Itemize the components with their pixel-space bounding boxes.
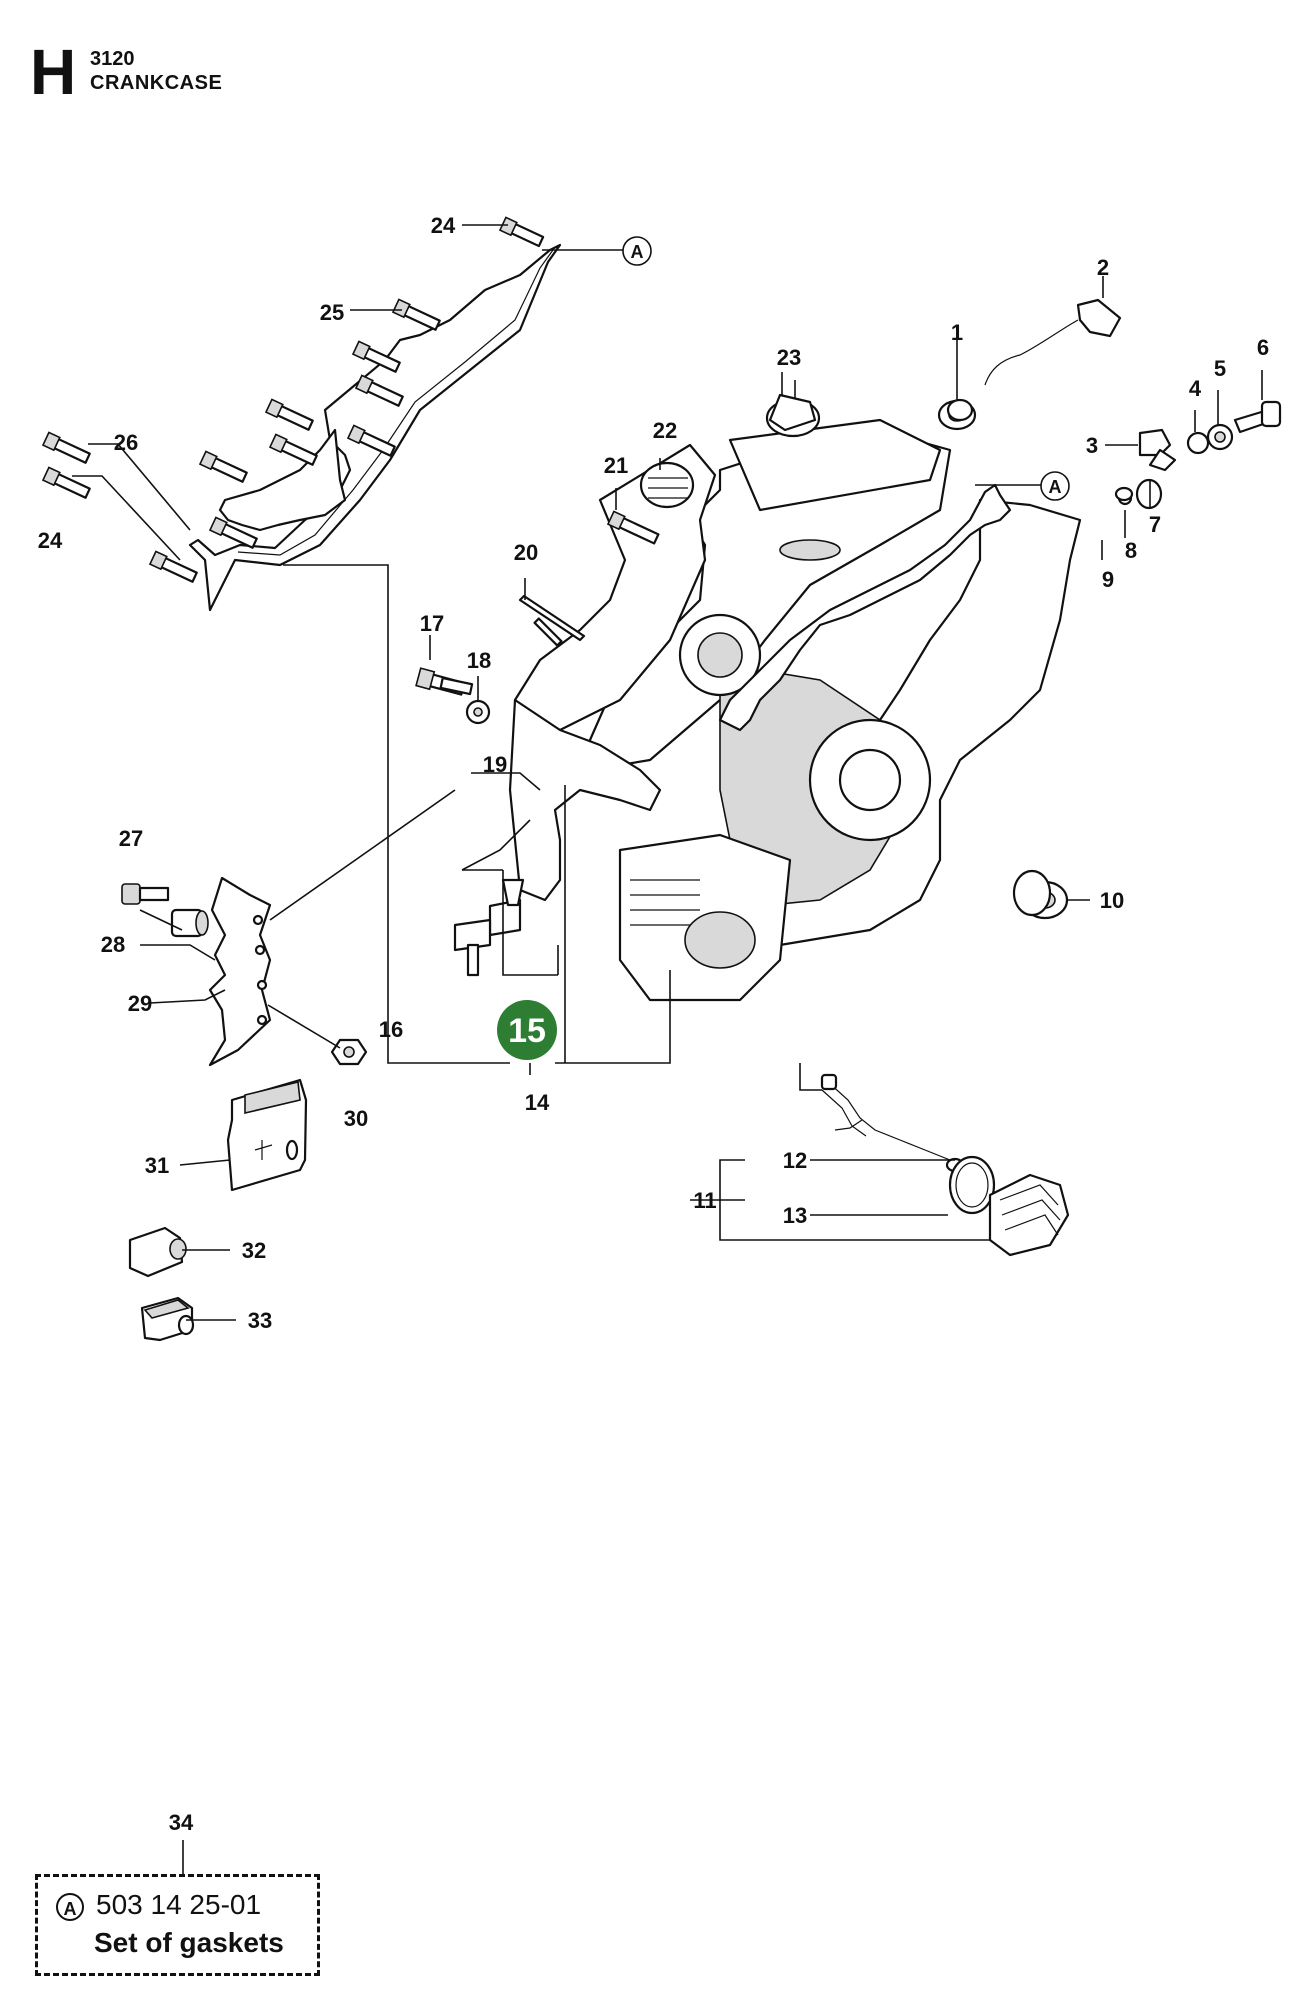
section-letter: H <box>30 36 77 108</box>
callout-17: 17 <box>420 611 444 636</box>
callout-14: 14 <box>525 1090 550 1115</box>
callout-10: 10 <box>1100 888 1124 913</box>
callout-5: 5 <box>1214 356 1226 381</box>
callout-15: 15 <box>508 1012 546 1050</box>
callout-22: 22 <box>653 418 677 443</box>
callout-8: 8 <box>1125 538 1137 563</box>
callout-33: 33 <box>248 1308 272 1333</box>
callout-28: 28 <box>101 932 125 957</box>
callout-2: 2 <box>1097 255 1109 280</box>
callout-11: 11 <box>693 1188 716 1213</box>
callout-numbers: 1 2 3 4 5 6 7 8 9 10 11 12 13 14 16 17 1… <box>38 213 1269 1835</box>
section-title: CRANKCASE <box>90 72 223 94</box>
callout-4: 4 <box>1189 376 1202 401</box>
callout-3: 3 <box>1086 433 1098 458</box>
rubber-buffer-drawing <box>140 1296 195 1342</box>
callout-25: 25 <box>320 300 344 325</box>
callout-9: 9 <box>1102 567 1114 592</box>
callout-12: 12 <box>783 1148 807 1173</box>
highlight-circle <box>497 1000 557 1060</box>
svg-text:A: A <box>1049 477 1062 497</box>
callout-30: 30 <box>344 1106 368 1131</box>
callout-23: 23 <box>777 345 801 370</box>
callout-21: 21 <box>604 453 628 478</box>
callout-26: 26 <box>114 430 138 455</box>
gasket-screws <box>41 216 545 583</box>
callout-24-top: 24 <box>431 213 456 238</box>
crankcase-gasket-drawing <box>718 483 1012 732</box>
callout-13: 13 <box>783 1203 807 1228</box>
bumper-spike-drawing <box>208 876 272 1067</box>
callout-19: 19 <box>483 752 507 777</box>
kit-part-number: 503 14 25-01 <box>96 1889 262 1920</box>
callout-7: 7 <box>1149 512 1161 537</box>
svg-text:A: A <box>631 242 644 262</box>
callout-31: 31 <box>145 1153 169 1178</box>
callout-24-left: 24 <box>38 528 63 553</box>
callout-1: 1 <box>951 320 963 345</box>
bumper-nut <box>330 1038 368 1066</box>
callout-20: 20 <box>514 540 538 565</box>
callout-18: 18 <box>467 648 491 673</box>
fuel-cap-drawing <box>820 1073 1070 1257</box>
bumper-screw <box>121 883 170 905</box>
reference-marker-right: A <box>1040 471 1070 501</box>
section-code: 3120 <box>90 48 135 70</box>
callout-29: 29 <box>128 991 152 1016</box>
gasket-kit-box: A 503 14 25-01 Set of gaskets <box>35 1874 320 1976</box>
callout-32: 32 <box>242 1238 266 1263</box>
bumper-spacer <box>170 908 209 938</box>
label-plate-drawing <box>226 1078 308 1192</box>
callout-34: 34 <box>169 1810 194 1835</box>
callout-27: 27 <box>119 826 143 851</box>
leader-lines <box>72 224 1263 1874</box>
gasket-assembly-drawing <box>188 243 562 612</box>
reference-marker-top: A <box>622 236 652 266</box>
other-parts <box>439 393 1052 917</box>
callout-16: 16 <box>379 1017 403 1042</box>
kit-description: Set of gaskets <box>94 1927 284 1958</box>
crankcase-drawing <box>508 418 1082 1002</box>
kit-reference-marker: A <box>56 1893 84 1921</box>
rubber-buffer-drawing <box>128 1226 187 1278</box>
callout-6: 6 <box>1257 335 1269 360</box>
highlighted-part-badge[interactable]: 15 <box>497 1000 557 1060</box>
